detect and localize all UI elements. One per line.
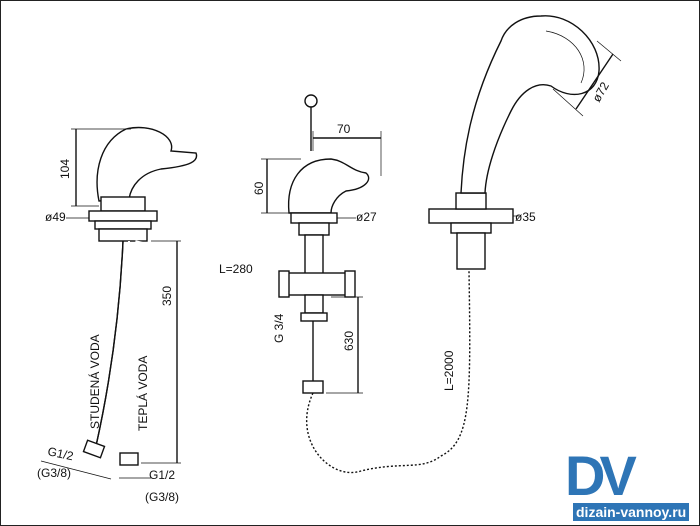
dim-104: 104 (58, 159, 72, 179)
watermark-logo: DV dizain-vannoy.ru (561, 444, 696, 523)
label-hot-water: TEPLÁ VODA (135, 356, 150, 431)
dim-630: 630 (342, 331, 356, 351)
supply-hoses (40, 240, 284, 480)
dim-l2000: L=2000 (442, 350, 456, 391)
thread-g34: G 3/4 (272, 313, 286, 343)
dim-60: 60 (252, 181, 266, 195)
logo-url: dizain-vannoy.ru (573, 503, 690, 521)
thread-left: G1/2 (46, 444, 75, 463)
dim-middle-diameter: ø27 (356, 210, 377, 224)
dim-70: 70 (337, 122, 351, 136)
shower-set (306, 15, 622, 474)
middle-mixer (261, 94, 382, 394)
left-mixer (66, 126, 198, 242)
dim-l280: L=280 (219, 262, 253, 276)
dim-shower-holder-diameter: ø35 (515, 210, 536, 224)
dim-350: 350 (160, 286, 174, 306)
thread-right-alt: (G3/8) (145, 490, 179, 504)
logo-letters: DV (565, 444, 637, 507)
label-cold-water: STUDENÁ VODA (87, 334, 102, 429)
thread-left-alt: (G3/8) (37, 466, 71, 480)
dim-left-diameter: ø49 (45, 210, 66, 224)
thread-right: G1/2 (149, 468, 175, 482)
